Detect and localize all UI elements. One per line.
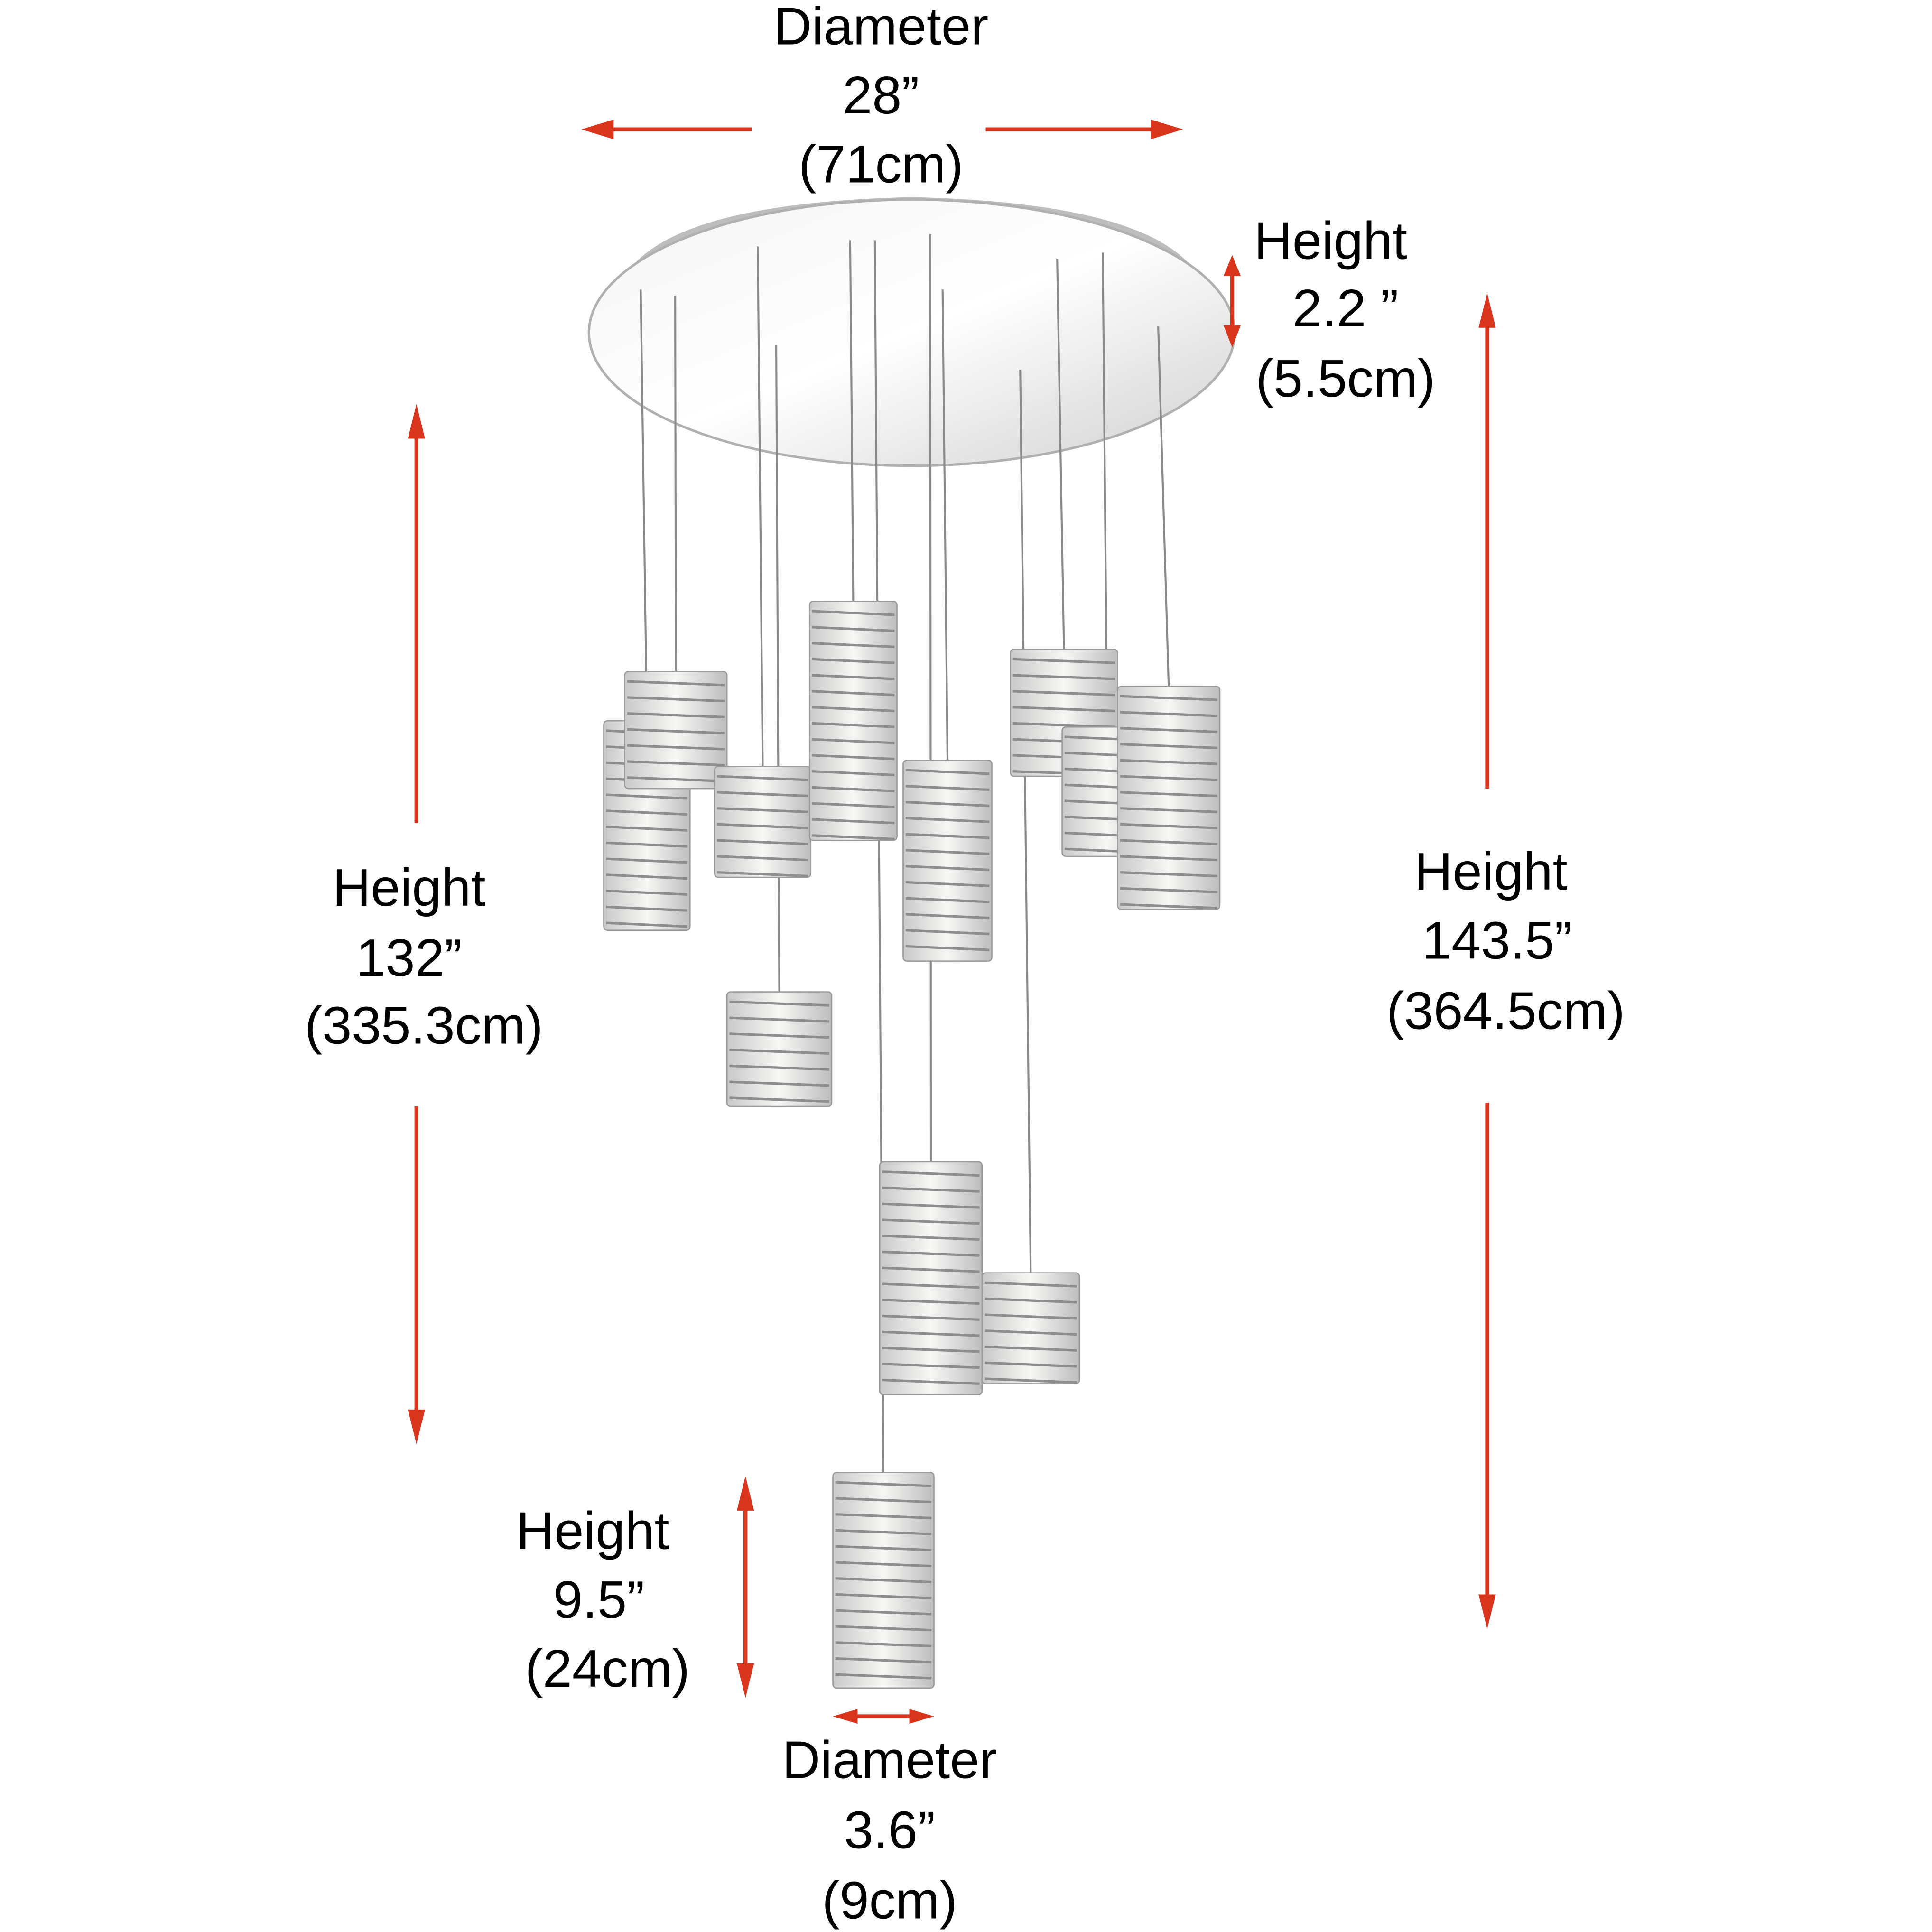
pendant-height-label: Height 9.5” (24cm) [516,1501,690,1698]
inches-text: 132” [356,928,462,987]
crystal-pendant [726,991,833,1107]
label-text: Diameter [773,0,988,56]
crystal-pendant [902,760,993,962]
cm-text: (5.5cm) [1256,349,1435,408]
canopy-height-arrow [1223,255,1241,348]
cord [1019,370,1032,1273]
max-height-label: Height 143.5” (364.5cm) [1386,842,1625,1040]
crystal-pendant [1117,686,1221,910]
canopy-diameter-arrow [581,119,1183,139]
cm-text: (364.5cm) [1386,981,1625,1040]
cord [1102,252,1108,727]
cord [849,240,855,602]
cord [941,289,949,761]
cord [775,345,780,992]
cord [929,234,932,1162]
cm-text: (24cm) [525,1639,690,1698]
cm-text: (71cm) [799,134,963,194]
crystal-pendant [879,1161,983,1396]
label-text: Height [333,858,486,917]
cord [1157,326,1170,687]
crystal-pendant [981,1272,1080,1384]
min-height-arrow [408,404,425,1444]
crystal-pendant [714,765,812,878]
min-height-label: Height 132” (335.3cm) [305,858,543,1055]
label-text: Height [1254,211,1407,270]
label-text: Diameter [782,1730,997,1789]
inches-text: 3.6” [844,1800,935,1859]
crystal-pendant [832,1472,935,1689]
pendant-diameter-arrow [833,1709,934,1724]
inches-text: 9.5” [553,1570,644,1629]
cord [757,246,764,767]
ceiling-canopy [587,197,1236,467]
canopy-diameter-label: Diameter 28” (71cm) [773,0,988,194]
max-height-arrow [1478,293,1496,1629]
inches-text: 2.2 ” [1292,279,1398,338]
cord [1056,259,1065,650]
label-text: Height [516,1501,669,1560]
pendant-diameter-label: Diameter 3.6” (9cm) [782,1730,997,1930]
crystal-pendant [808,601,898,841]
cord [674,296,677,672]
cord [640,289,648,721]
canopy-height-label: Height 2.2 ” (5.5cm) [1254,211,1435,408]
inches-text: 28” [843,65,919,125]
label-text: Height [1414,842,1568,901]
crystal-pendants [603,601,1221,1689]
pendant-height-arrow [736,1476,754,1698]
inches-text: 143.5” [1422,910,1572,970]
cm-text: (9cm) [822,1870,957,1930]
crystal-pendant [624,671,728,790]
cm-text: (335.3cm) [305,996,543,1055]
